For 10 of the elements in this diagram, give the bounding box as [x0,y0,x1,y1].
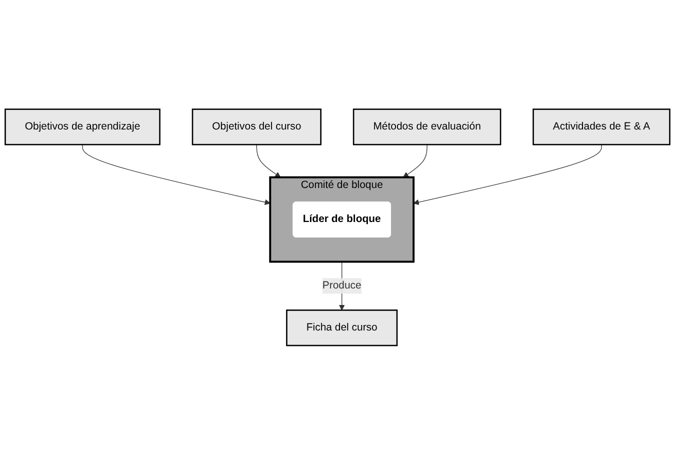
arrow [82,144,270,206]
arrow [413,144,602,206]
arrow [256,144,281,178]
cluster [269,176,415,263]
node-box [4,108,160,146]
node-box [286,310,398,346]
node-box [192,108,322,146]
node-box [532,108,670,146]
node-box [352,108,502,146]
arrow [403,144,428,178]
